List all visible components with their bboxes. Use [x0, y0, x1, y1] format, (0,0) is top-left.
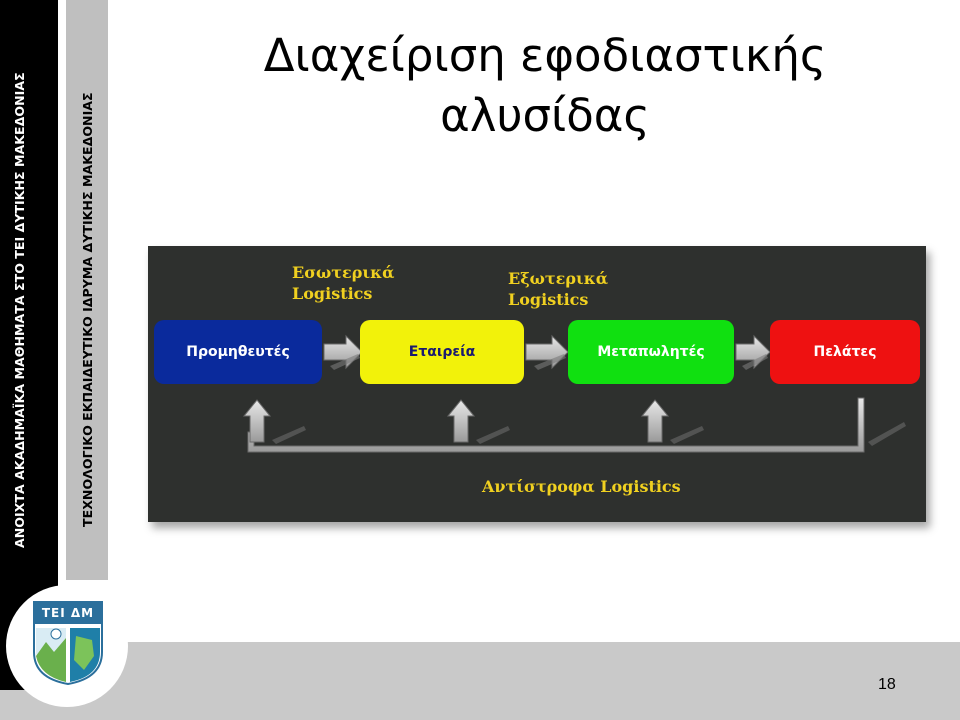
internal-logistics-label: Εσωτερικά Logistics	[292, 262, 394, 304]
up-arrow-company	[446, 399, 476, 443]
node-resellers: Μεταπωλητές	[568, 320, 734, 384]
slide-title-line-1: Διαχείριση εφοδιαστικής	[263, 29, 827, 82]
logo-text: ΤΕΙ ΔΜ	[41, 606, 95, 620]
reverse-flow-line	[247, 397, 865, 453]
external-logistics-line-1: Εξωτερικά	[508, 269, 609, 288]
up-arrow-suppliers	[242, 399, 272, 443]
slide-title: Διαχείριση εφοδιαστικής αλυσίδας	[150, 26, 940, 146]
node-company: Εταιρεία	[360, 320, 524, 384]
internal-logistics-line-1: Εσωτερικά	[292, 263, 395, 282]
up-arrow-resellers	[640, 399, 670, 443]
footer-band	[108, 642, 960, 720]
page-number: 18	[878, 676, 896, 693]
diagram-arrows	[242, 334, 906, 453]
sidebar-band-gray	[66, 0, 108, 580]
logistics-diagram: Εσωτερικά Logistics Εξωτερικά Logistics …	[148, 246, 926, 522]
node-customers: Πελάτες	[770, 320, 920, 384]
node-suppliers: Προμηθευτές	[154, 320, 322, 384]
internal-logistics-line-2: Logistics	[292, 284, 373, 303]
sidebar-gap	[58, 0, 66, 720]
reverse-logistics-label: Αντίστροφα Logistics	[482, 477, 681, 496]
institution-line-1: ΑΝΟΙΧΤΑ ΑΚΑΔΗΜΑΪΚΑ ΜΑΘΗΜΑΤΑ ΣΤΟ ΤΕΙ ΔΥΤΙ…	[12, 72, 27, 548]
external-logistics-label: Εξωτερικά Logistics	[508, 268, 608, 310]
institution-line-2: ΤΕΧΝΟΛΟΓΙΚΟ ΕΚΠΑΙΔΕΥΤΙΚΟ ΙΔΡΥΜΑ ΔΥΤΙΚΗΣ …	[80, 92, 95, 528]
tei-logo-icon	[33, 601, 103, 686]
slide-title-line-2: αλυσίδας	[440, 89, 650, 142]
external-logistics-line-2: Logistics	[508, 290, 589, 309]
